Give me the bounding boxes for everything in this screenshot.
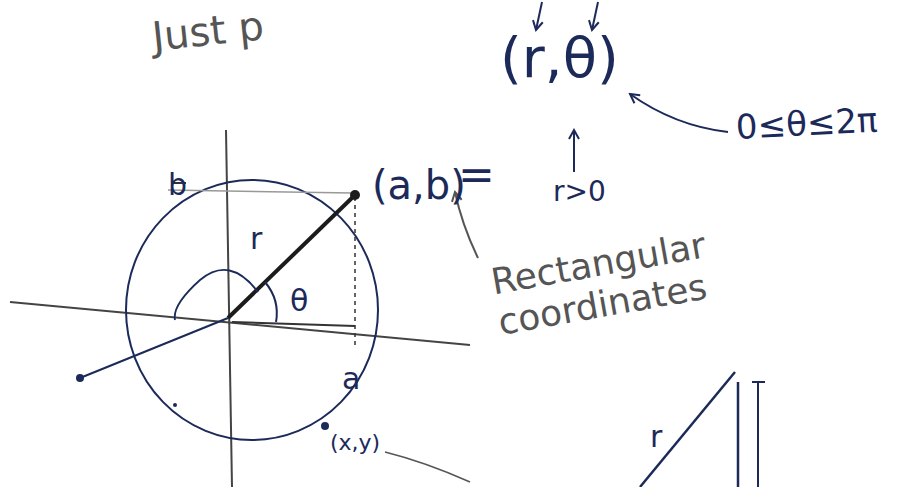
polar-label: (r,θ) — [500, 26, 619, 90]
radius-label: r — [250, 222, 262, 257]
range-note: 0≤θ≤2π — [735, 101, 878, 147]
point-label: (x,y) — [330, 430, 380, 455]
leader-line — [385, 452, 470, 482]
point — [173, 403, 177, 407]
note-text: Just p — [150, 2, 266, 59]
triangle-side — [737, 382, 740, 487]
angle-label: θ — [290, 284, 308, 319]
pointer-arrow — [573, 130, 575, 172]
angle-arc — [265, 282, 277, 322]
axis-label: b — [168, 168, 187, 203]
angle-arc — [175, 270, 258, 320]
radius-line — [80, 318, 228, 378]
side-mark — [757, 382, 759, 487]
point — [321, 422, 329, 430]
triangle-side — [640, 372, 735, 487]
circle — [126, 180, 378, 440]
guide-line — [168, 190, 352, 193]
radius-line — [228, 195, 355, 318]
equals-sign: = — [458, 150, 495, 201]
radius-label: r — [650, 420, 662, 455]
point-label: (a,b) — [372, 162, 466, 208]
point — [350, 190, 360, 200]
guide-line — [232, 322, 355, 326]
guide-line — [354, 197, 356, 345]
axis-label: a — [342, 362, 360, 397]
point — [76, 374, 84, 382]
pointer-arrow — [630, 94, 728, 132]
range-note: r>0 — [553, 176, 606, 208]
callout-text: Rectangular coordinates — [488, 212, 788, 344]
